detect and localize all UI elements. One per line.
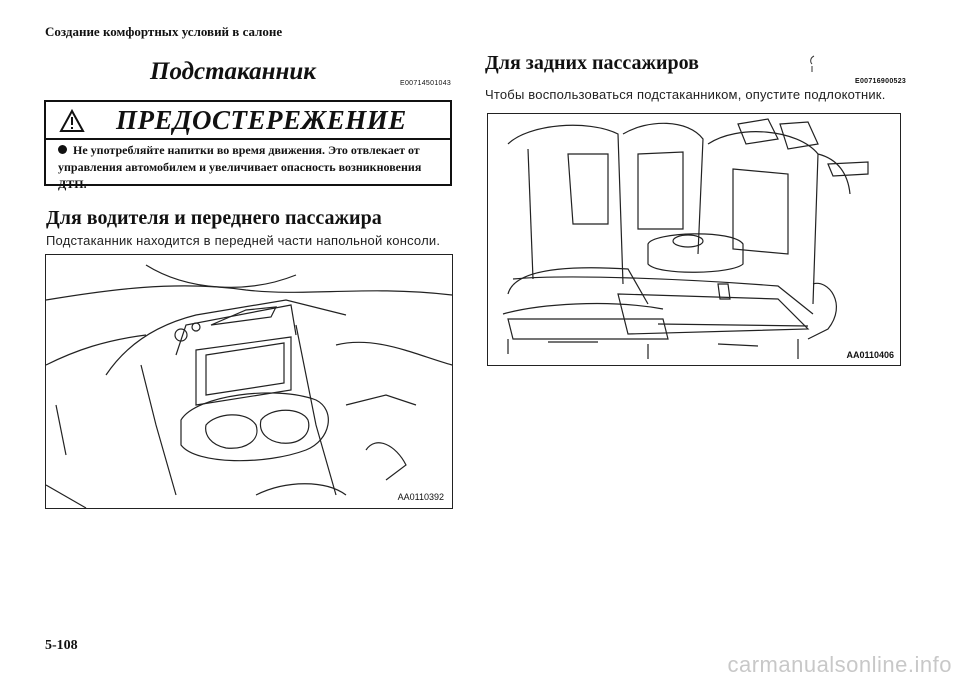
warning-title: ПРЕДОСТЕРЕЖЕНИЕ xyxy=(116,105,407,135)
watermark: carmanualsonline.info xyxy=(727,652,952,677)
subtitle-front: Для водителя и переднего пассажира xyxy=(46,207,382,229)
subtitle-rear: Для задних пассажиров xyxy=(485,52,699,74)
warning-header: ПРЕДОСТЕРЕЖЕНИЕ xyxy=(46,102,450,140)
text-front: Подстаканник находится в передней части … xyxy=(46,233,441,248)
front-console-illustration xyxy=(45,264,453,509)
text-rear: Чтобы воспользоваться подстаканником, оп… xyxy=(485,87,886,102)
page-title: Подстаканник xyxy=(150,58,316,85)
warning-text-block: Не употребляйте напитки во время движени… xyxy=(58,142,443,193)
figure-code-rear: AA0110406 xyxy=(846,350,894,360)
rear-seat-illustration xyxy=(502,118,869,359)
warning-box: ПРЕДОСТЕРЕЖЕНИЕ Не употребляйте напитки … xyxy=(44,100,452,191)
figure-rear-cupholder: AA0110406 xyxy=(487,113,901,366)
section-header: Создание комфортных условий в салоне xyxy=(45,24,283,39)
stray-mark-icon xyxy=(810,55,815,72)
page-number: 5-108 xyxy=(45,638,78,653)
section-code: E00714501043 xyxy=(400,80,452,87)
bullet-icon xyxy=(58,145,67,154)
warning-text: Не употребляйте напитки во время движени… xyxy=(58,143,422,191)
warning-triangle-icon xyxy=(59,108,85,132)
section-code-rear: E00716900523 xyxy=(855,78,907,85)
figure-front-cupholder: AA0110392 xyxy=(45,254,453,509)
figure-code-front: AA0110392 xyxy=(397,492,444,502)
